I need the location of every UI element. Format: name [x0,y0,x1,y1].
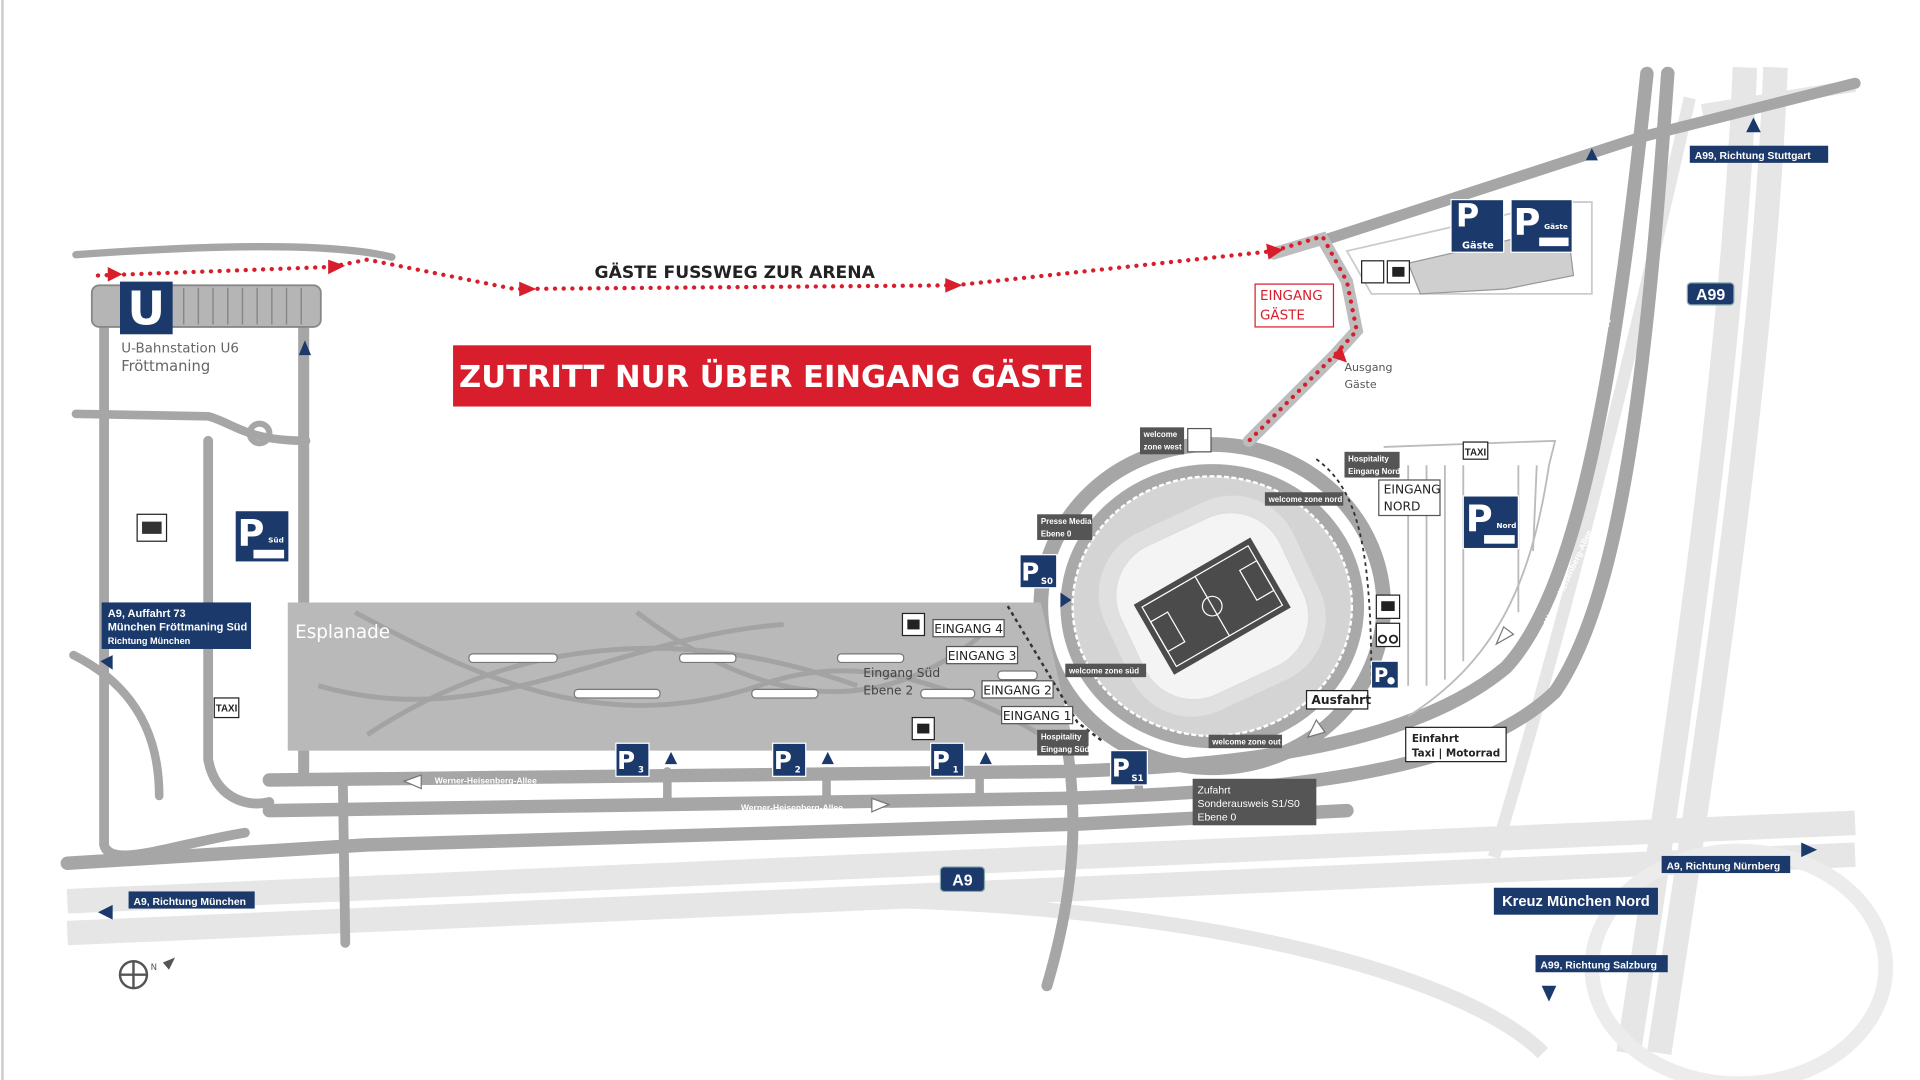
svg-text:Gäste: Gäste [1544,222,1568,231]
parking-sued-sign: P Süd [234,510,290,563]
esplanade: Esplanade [287,602,1103,751]
eingang-sued-label: Eingang Süd [863,666,940,680]
svg-text:Ebene 0: Ebene 0 [1041,529,1072,538]
zone-labels: welcome zone west welcome zone nord welc… [1037,427,1400,756]
svg-text:Ebene 0: Ebene 0 [1198,812,1237,823]
ubahn-sign-icon: U [127,281,165,335]
footpath-title: GÄSTE FUSSWEG ZUR ARENA [595,261,876,283]
a99-shield: A99 [1696,287,1725,304]
banner-text: ZUTRITT NUR ÜBER EINGANG GÄSTE [459,358,1084,395]
taxi-nord-label: TAXI [1465,448,1487,459]
svg-text:S0: S0 [1041,577,1053,587]
einfahrt-label: Einfahrt [1412,733,1459,745]
motorcycle-icon [1375,622,1401,648]
ubahn-station: U U-Bahnstation U6 Fröttmaning [90,281,322,375]
svg-text:zone west: zone west [1144,442,1182,451]
svg-text:S1: S1 [1131,774,1143,784]
svg-text:P: P [1513,201,1540,244]
ausfahrt-label: Ausfahrt [1311,693,1371,707]
svg-text:Eingang Nord: Eingang Nord [1348,467,1400,476]
eingang-1-label: EINGANG 1 [1003,709,1072,723]
access-labels: Ausfahrt Einfahrt Taxi | Motorrad Zufahr… [136,441,1507,826]
eingang-nord-label: EINGANG [1384,482,1441,496]
eingang-gaeste-label-2: GÄSTE [1260,306,1305,324]
compass-north-label: N [151,963,157,973]
a9-shield: A9 [952,872,972,889]
zone-out-label: welcome zone out [1211,737,1281,746]
svg-text:Süd: Süd [268,535,284,544]
zone-nord-label: welcome zone nord [1268,495,1343,504]
taxi-sued-label: TAXI [216,703,238,714]
svg-text:P: P [617,746,635,775]
svg-text:München Fröttmaning Süd: München Fröttmaning Süd [108,622,248,634]
parking-gaeste-bus-sign: P Gäste [1510,198,1573,253]
parking-s1-sign: P S1 [1110,750,1148,786]
svg-text:3: 3 [638,766,644,776]
parking-p1-sign: P 1 [930,742,965,777]
eingang-3-label: EINGANG 3 [948,649,1017,663]
svg-text:P: P [1021,557,1039,586]
a99-salzburg-sign: A99, Richtung Salzburg [1540,961,1657,972]
hospitality-sued-label: Hospitality [1041,733,1082,742]
svg-text:Eingang Süd: Eingang Süd [1041,745,1090,754]
a99-stuttgart-sign: A99, Richtung Stuttgart [1695,151,1812,162]
parking-p2-sign: P 2 [772,742,807,777]
kreuz-sign: Kreuz München Nord [1502,894,1650,910]
svg-text:P: P [1456,197,1479,235]
luggage-icon [1381,601,1395,612]
svg-text:Gäste: Gäste [1462,241,1494,252]
parking-signs: P Süd P Gäste P Gäste P Nord P S0 [234,197,1573,786]
luggage-icon [1392,266,1405,277]
svg-text:1: 1 [953,766,959,776]
zufahrt-label: Zufahrt [1198,785,1231,796]
highway-signs: A9, Auffahrt 73 München Fröttmaning Süd … [97,117,1829,1002]
presse-media-label: Presse Media [1041,517,1092,526]
auffahrt-sign: A9, Auffahrt 73 [108,608,186,620]
luggage-icon [917,723,930,734]
parking-nord-sign: P Nord [1462,495,1519,550]
svg-text:2: 2 [795,766,801,776]
luggage-icon [907,619,920,630]
parking-p3-sign: P 3 [615,742,650,777]
eingang-2-label: EINGANG 2 [983,683,1052,697]
eingang-sued-level: Ebene 2 [863,683,913,697]
esplanade-label: Esplanade [295,622,390,643]
street-label: Werner-Heisenberg-Allee [435,776,537,786]
a9-nuernberg-sign: A9, Richtung Nürnberg [1667,861,1781,872]
ausgang-gaeste-label: Ausgang [1344,361,1392,374]
ubahn-label: U-Bahnstation U6 [121,342,239,357]
disabled-parking-sign: P [1370,660,1399,689]
svg-text:P: P [932,746,950,775]
svg-text:Richtung München: Richtung München [108,636,191,646]
parking-gaeste-sign: P Gäste [1450,197,1505,253]
compass-icon: N [118,957,176,990]
svg-text:P: P [1112,753,1130,782]
football-pitch [1133,537,1291,675]
svg-text:P: P [1466,497,1493,540]
svg-text:Sonderausweis S1/S0: Sonderausweis S1/S0 [1198,799,1300,810]
entrance-labels: EINGANG 4 EINGANG 3 EINGANG 2 EINGANG 1 … [863,283,1441,741]
svg-text:Taxi | Motorrad: Taxi | Motorrad [1412,748,1500,760]
svg-text:P: P [238,512,265,555]
eingang-nord-label-2: NORD [1384,500,1421,514]
eingang-gaeste-label: EINGANG [1260,289,1323,304]
footpath-arrows [107,243,1347,363]
ubahn-name: Fröttmaning [121,358,210,375]
zone-west-label: welcome [1143,430,1178,439]
a9-muenchen-sign: A9, Richtung München [133,897,246,908]
eingang-4-label: EINGANG 4 [934,622,1003,636]
hospitality-nord-label: Hospitality [1348,455,1389,464]
zone-sued-label: welcome zone süd [1068,666,1139,675]
svg-text:P: P [774,746,792,775]
access-banner: ZUTRITT NUR ÜBER EINGANG GÄSTE [453,345,1092,407]
svg-text:Nord: Nord [1496,521,1516,530]
ausgang-gaeste-label-2: Gäste [1344,378,1376,391]
svg-text:Werner-Heisenberg-Allee: Werner-Heisenberg-Allee [741,803,843,813]
parking-s0-sign: P S0 [1019,554,1058,589]
svg-text:P: P [1374,664,1388,687]
